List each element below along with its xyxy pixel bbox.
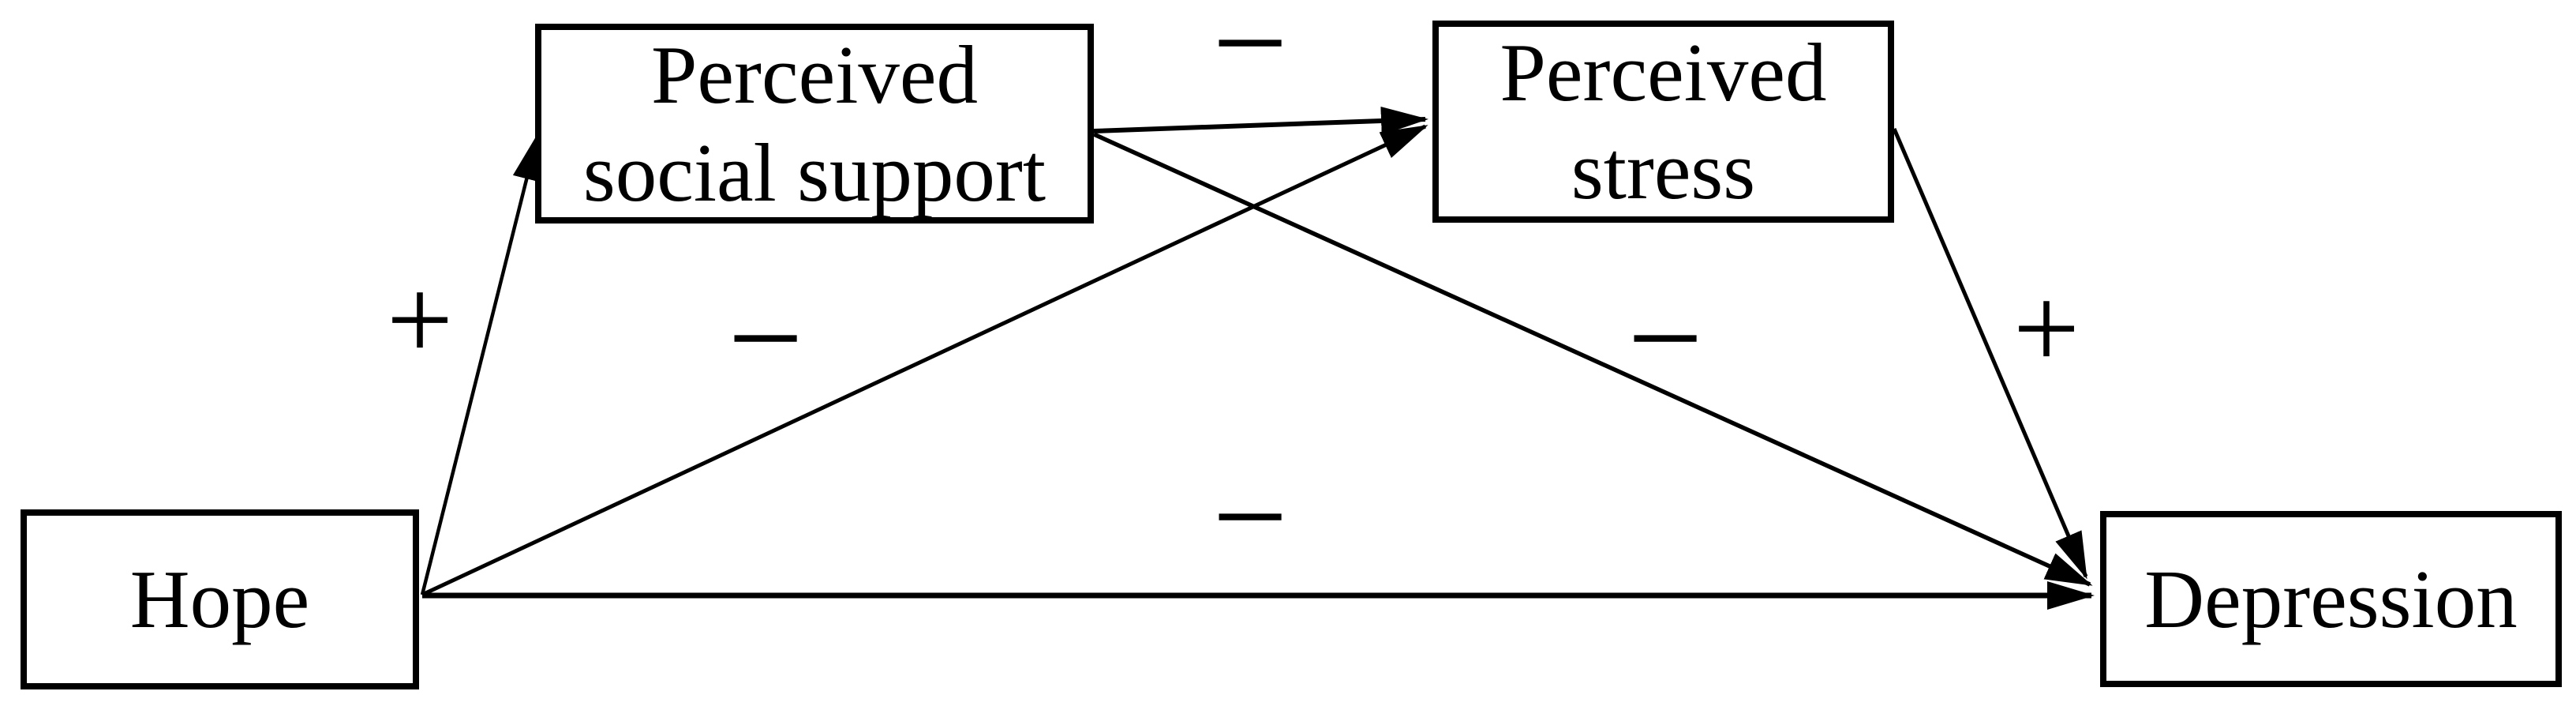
arrow-social-support-to-stress [1093, 107, 1428, 135]
edge-sign-hope-to-depression: − [1212, 442, 1288, 591]
node-perceived-social-support-label-line1: Perceived [651, 28, 978, 121]
edge-sign-stress-to-depression: + [2012, 263, 2080, 394]
edge-sign-hope-to-social-support: + [386, 254, 454, 385]
node-perceived-stress-label-line2: stress [1571, 124, 1756, 216]
node-perceived-stress: Perceived stress [1432, 21, 1894, 223]
arrow-social-support-to-depression [1092, 132, 2093, 587]
node-depression: Depression [2100, 511, 2562, 687]
node-perceived-social-support: Perceived social support [535, 24, 1094, 224]
edge-sign-social-support-to-stress: − [1212, 0, 1288, 117]
node-depression-label: Depression [2144, 552, 2518, 645]
arrow-hope-to-stress [421, 124, 1428, 597]
node-perceived-social-support-label-line2: social support [582, 126, 1046, 219]
node-perceived-stress-label-line1: Perceived [1500, 26, 1827, 119]
arrow-hope-to-social-support [420, 133, 541, 595]
node-hope: Hope [21, 509, 419, 689]
edge-sign-social-support-to-depression: − [1627, 264, 1703, 412]
arrow-stress-to-depression [1892, 128, 2088, 580]
edge-sign-hope-to-stress: − [728, 264, 803, 412]
node-hope-label: Hope [129, 553, 310, 646]
